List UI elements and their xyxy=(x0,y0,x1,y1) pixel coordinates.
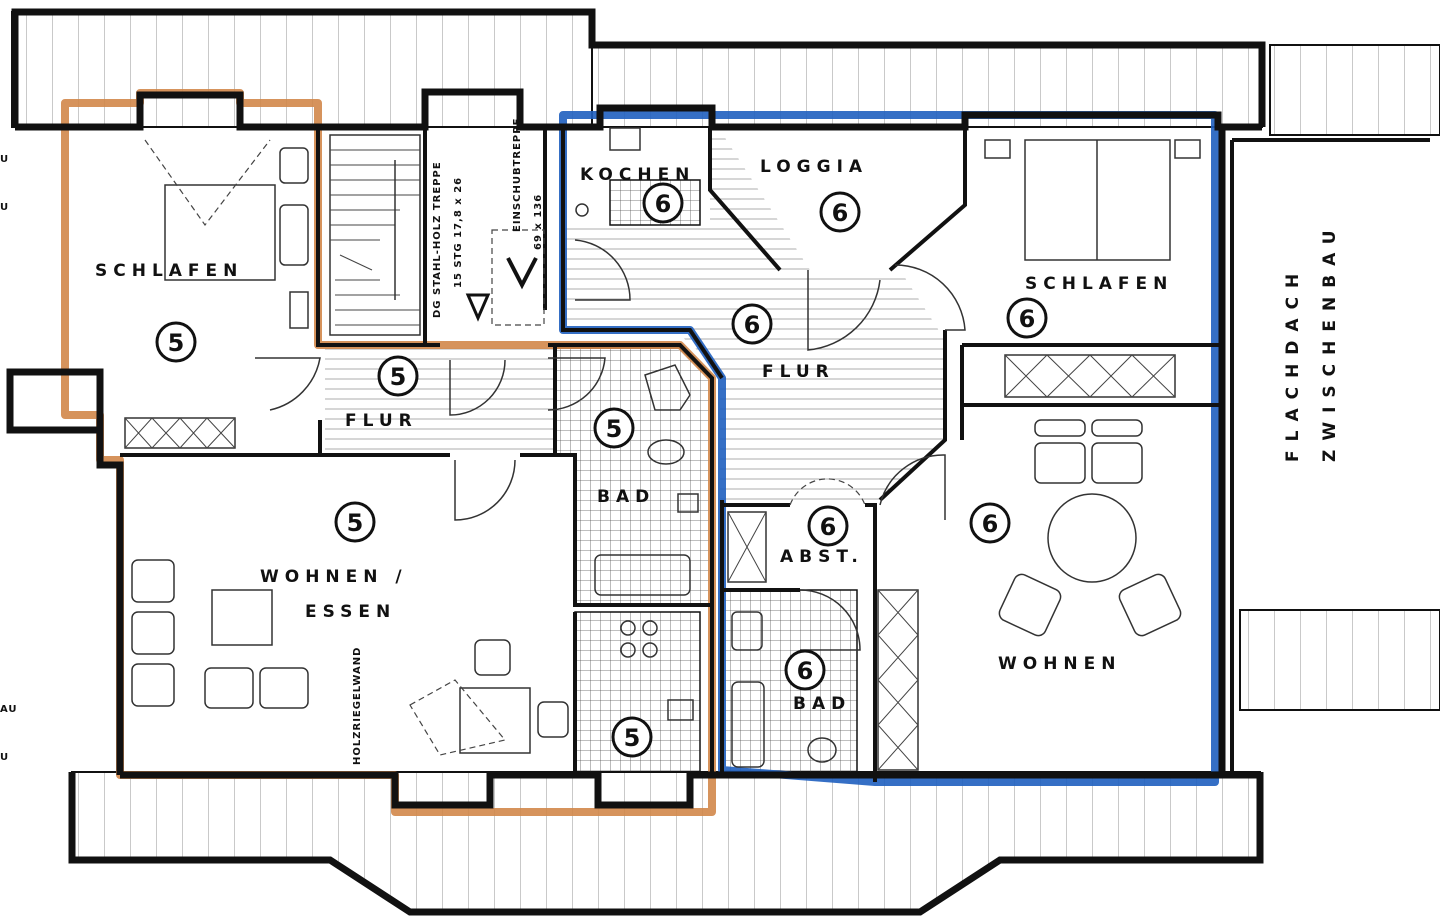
room-label-flur-right: FLUR xyxy=(762,362,835,382)
unit-marker: 6 xyxy=(784,649,826,691)
svg-text:5: 5 xyxy=(168,329,185,357)
room-label-wohnen-essen-1: WOHNEN / xyxy=(260,567,408,587)
svg-text:6: 6 xyxy=(1019,305,1036,333)
svg-text:5: 5 xyxy=(624,724,641,752)
unit-marker: 6 xyxy=(642,182,684,224)
svg-text:6: 6 xyxy=(820,513,837,541)
ladder-note-1: EINSCHUBTREPPE xyxy=(512,118,523,232)
unit-marker: 5 xyxy=(611,716,653,758)
room-label-abst: ABST. xyxy=(780,547,864,567)
room-label-bad-right: BAD xyxy=(793,694,851,714)
unit-marker: 6 xyxy=(731,303,773,345)
room-label-schlafen-left: SCHLAFEN xyxy=(95,261,243,281)
stair-note-2: 15 STG 17,8 x 26 xyxy=(453,177,464,288)
ladder-note-2: 69 x 136 xyxy=(533,194,544,250)
edge-mark-4: U xyxy=(0,752,9,763)
room-label-flur-left: FLUR xyxy=(345,411,418,431)
wardrobes xyxy=(124,354,1176,771)
room-label-kochen: KOCHEN xyxy=(580,165,695,185)
svg-text:5: 5 xyxy=(606,415,623,443)
svg-text:6: 6 xyxy=(797,657,814,685)
svg-text:5: 5 xyxy=(347,509,364,537)
unit-marker: 6 xyxy=(819,191,861,233)
flat-roof-label-1: FLACHDACH xyxy=(1283,265,1303,462)
unit-marker: 5 xyxy=(377,355,419,397)
unit-marker: 6 xyxy=(1006,297,1048,339)
doors xyxy=(255,239,966,651)
edge-mark-1: U xyxy=(0,154,9,165)
unit-markers: 5 5 5 5 5 6 6 6 6 6 6 6 xyxy=(155,182,1048,758)
unit-marker: 5 xyxy=(155,321,197,363)
unit-marker: 6 xyxy=(807,505,849,547)
annotations: DG STAHL-HOLZ TREPPE 15 STG 17,8 x 26 EI… xyxy=(0,118,1340,765)
stair-note-1: DG STAHL-HOLZ TREPPE xyxy=(432,161,443,318)
room-label-wohnen-right: WOHNEN xyxy=(998,654,1122,674)
edge-mark-3: AU xyxy=(0,704,18,715)
room-label-loggia: LOGGIA xyxy=(760,157,868,177)
svg-text:6: 6 xyxy=(982,510,999,538)
room-labels: SCHLAFEN FLUR BAD WOHNEN / ESSEN KOCHEN … xyxy=(95,157,1173,714)
svg-text:6: 6 xyxy=(655,190,672,218)
svg-text:5: 5 xyxy=(390,363,407,391)
room-label-bad-left: BAD xyxy=(597,487,655,507)
room-label-schlafen-right: SCHLAFEN xyxy=(1025,274,1173,294)
svg-text:6: 6 xyxy=(744,311,761,339)
staircase xyxy=(329,134,545,336)
flat-roof-label-2: ZWISCHENBAU xyxy=(1320,221,1340,462)
partition-note: HOLZRIEGELWAND xyxy=(352,647,363,765)
unit-marker: 5 xyxy=(334,501,376,543)
walls xyxy=(6,8,1430,916)
unit-marker: 5 xyxy=(593,407,635,449)
furniture xyxy=(131,127,1201,768)
unit-marker: 6 xyxy=(969,502,1011,544)
room-label-wohnen-essen-2: ESSEN xyxy=(305,602,396,622)
edge-mark-2: U xyxy=(0,202,9,213)
svg-text:6: 6 xyxy=(832,199,849,227)
